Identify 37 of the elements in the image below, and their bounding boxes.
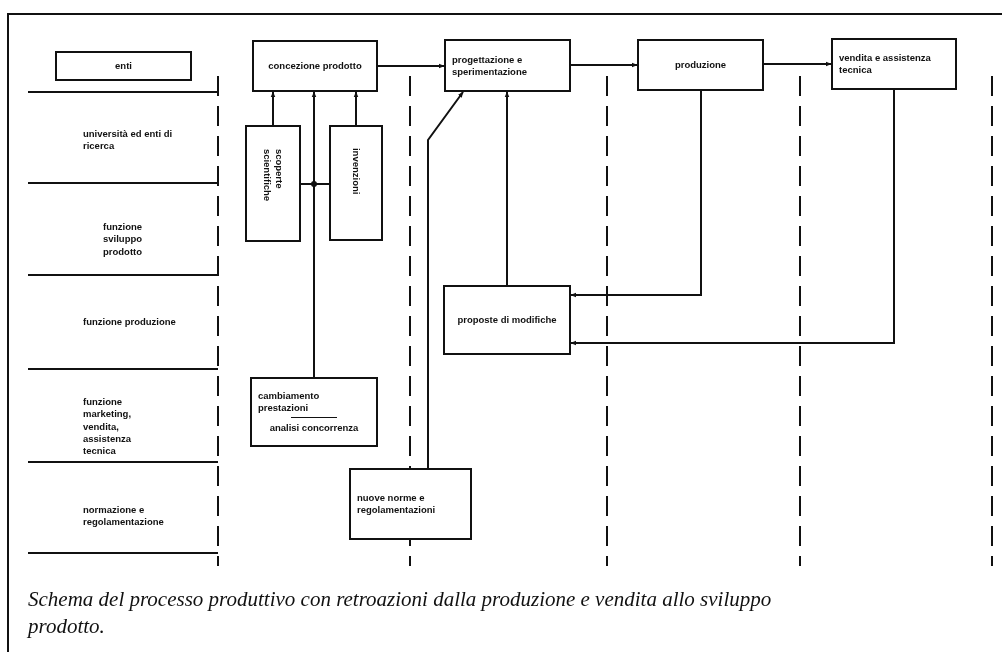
- node-label: progettazione e sperimentazione: [452, 53, 528, 78]
- node-label: concezione prodotto: [268, 60, 362, 72]
- lane-label: funzione sviluppo prodotto: [103, 221, 144, 259]
- node-label: scoperte scientifiche: [261, 148, 285, 203]
- arrow: [504, 91, 510, 286]
- arrow: [353, 91, 359, 126]
- lane-label: funzione produzione: [83, 316, 177, 329]
- lane-label: normazione e regolamentazione: [83, 504, 165, 529]
- node-label: cambiamento prestazioni: [258, 389, 321, 414]
- arrow: [570, 89, 895, 346]
- arrow: [427, 91, 464, 469]
- arrow: [763, 61, 832, 67]
- node-label: enti: [115, 60, 132, 72]
- process-box: [245, 125, 301, 242]
- lane-label: università ed enti di ricerca: [83, 128, 174, 153]
- arrow: [377, 63, 445, 69]
- process-box: [55, 51, 192, 81]
- process-box: [443, 285, 571, 355]
- node-label: proposte di modifiche: [457, 314, 557, 326]
- arrow: [311, 91, 317, 378]
- arrow: [270, 91, 276, 126]
- process-box: [252, 40, 378, 92]
- process-box: [831, 38, 957, 90]
- node-label: produzione: [674, 59, 727, 71]
- process-box: [637, 39, 764, 91]
- node-label: vendita e assistenza tecnica: [839, 52, 932, 76]
- process-box: [250, 377, 378, 447]
- node-label: analisi concorrenza: [269, 422, 359, 435]
- process-box: [444, 39, 571, 92]
- lane-label: funzione marketing, vendita, assistenza tecnica: [83, 396, 133, 458]
- arrow: [570, 90, 702, 298]
- node-label: invenzioni: [350, 148, 362, 197]
- process-box: [349, 468, 472, 540]
- caption: Schema del processo produttivo con retroazioni dalla produzione e vendita allo sviluppo prodotto.: [28, 586, 773, 641]
- arrow: [570, 62, 638, 68]
- process-box: [329, 125, 383, 241]
- node-label: nuove norme e regolamentazioni: [357, 492, 437, 516]
